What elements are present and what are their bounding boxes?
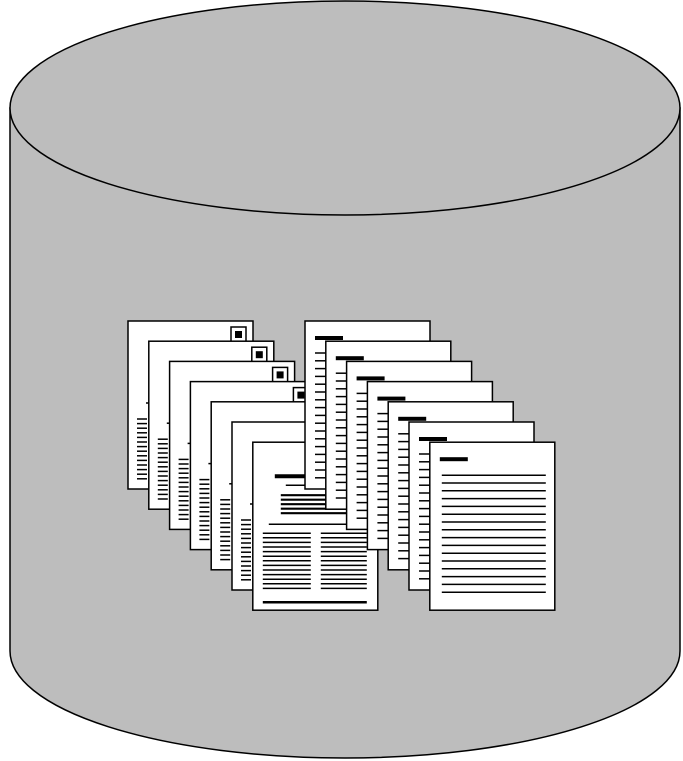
- heading-bar: [357, 376, 385, 380]
- document-page: [430, 442, 555, 610]
- cylinder-top: [10, 1, 680, 215]
- heading-bar: [440, 457, 468, 461]
- heading-bar: [336, 356, 364, 360]
- heading-bar: [419, 437, 447, 441]
- heading-bar: [377, 397, 405, 401]
- stamp-mark: [235, 331, 242, 338]
- stamp-mark: [297, 392, 304, 399]
- heading-bar: [315, 336, 343, 340]
- heading-bar: [398, 417, 426, 421]
- stamp-mark: [256, 351, 263, 358]
- stamp-mark: [277, 371, 284, 378]
